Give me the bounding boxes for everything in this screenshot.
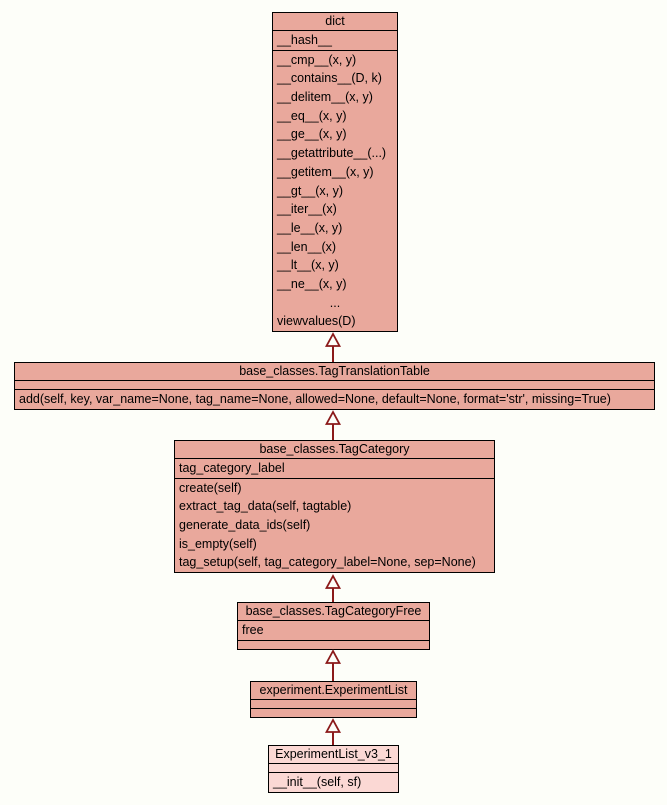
method-item[interactable]: __len__(x) — [277, 239, 337, 254]
method-item[interactable]: __getitem__(x, y) — [277, 164, 374, 179]
class-box-dict: dict __hash__ __cmp__(x, y) __contains__(… — [272, 12, 398, 332]
class-title[interactable]: base_classes.TagCategoryFree — [238, 603, 429, 621]
class-methods: __init__(self, sf) — [269, 773, 398, 792]
class-methods: __cmp__(x, y) __contains__(D, k) __delitem… — [273, 51, 397, 331]
class-attributes — [15, 381, 654, 390]
class-title[interactable]: base_classes.TagTranslationTable — [15, 363, 654, 381]
method-item[interactable]: __lt__(x, y) — [277, 258, 339, 273]
class-attributes — [251, 700, 416, 709]
class-methods: create(self) extract_tag_data(self, tagta… — [175, 479, 494, 572]
method-item[interactable]: __iter__(x) — [277, 202, 337, 217]
method-item[interactable]: __ge__(x, y) — [277, 127, 347, 142]
class-methods — [238, 641, 429, 649]
class-title[interactable]: base_classes.TagCategory — [175, 441, 494, 459]
class-box-experimentlist-v3-1: ExperimentList_v3_1 __init__(self, sf) — [268, 745, 399, 793]
method-item[interactable]: viewvalues(D) — [277, 314, 356, 329]
method-item[interactable]: __getattribute__(...) — [277, 146, 387, 161]
inheritance-arrow — [324, 649, 342, 681]
inheritance-arrow — [324, 574, 342, 602]
class-box-tagtranslationtable: base_classes.TagTranslationTable add(sel… — [14, 362, 655, 410]
method-item[interactable]: __cmp__(x, y) — [277, 52, 357, 67]
method-item[interactable]: __ne__(x, y) — [277, 276, 347, 291]
method-item[interactable]: generate_data_ids(self) — [179, 518, 311, 533]
attribute-item[interactable]: __hash__ — [277, 33, 332, 47]
class-box-tagcategoryfree: base_classes.TagCategoryFree free — [237, 602, 430, 650]
attribute-item[interactable]: free — [242, 623, 264, 637]
method-item[interactable]: __le__(x, y) — [277, 220, 343, 235]
method-item[interactable]: __gt__(x, y) — [277, 183, 344, 198]
inheritance-arrow — [324, 718, 342, 745]
class-box-tagcategory: base_classes.TagCategory tag_category_la… — [174, 440, 495, 574]
method-item[interactable]: __contains__(D, k) — [277, 71, 382, 86]
class-box-experimentlist: experiment.ExperimentList — [250, 681, 417, 718]
method-item[interactable]: extract_tag_data(self, tagtable) — [179, 499, 352, 514]
class-methods — [251, 709, 416, 717]
class-attributes: __hash__ — [273, 31, 397, 51]
class-title[interactable]: dict — [273, 13, 397, 31]
method-item[interactable]: ... — [329, 295, 341, 310]
method-item[interactable]: create(self) — [179, 480, 242, 495]
inheritance-arrow — [324, 332, 342, 362]
class-title[interactable]: experiment.ExperimentList — [251, 682, 416, 700]
inheritance-arrow — [324, 410, 342, 440]
method-item[interactable]: tag_setup(self, tag_category_label=None,… — [179, 555, 476, 570]
method-item[interactable]: add(self, key, var_name=None, tag_name=N… — [19, 392, 611, 406]
class-attributes — [269, 764, 398, 773]
attribute-item[interactable]: tag_category_label — [179, 461, 285, 475]
class-methods: add(self, key, var_name=None, tag_name=N… — [15, 390, 654, 409]
method-item[interactable]: is_empty(self) — [179, 536, 257, 551]
method-item[interactable]: __init__(self, sf) — [273, 775, 362, 789]
class-attributes: tag_category_label — [175, 459, 494, 479]
class-title[interactable]: ExperimentList_v3_1 — [269, 746, 398, 764]
method-item[interactable]: __delitem__(x, y) — [277, 90, 373, 105]
class-attributes: free — [238, 621, 429, 641]
method-item[interactable]: __eq__(x, y) — [277, 108, 347, 123]
